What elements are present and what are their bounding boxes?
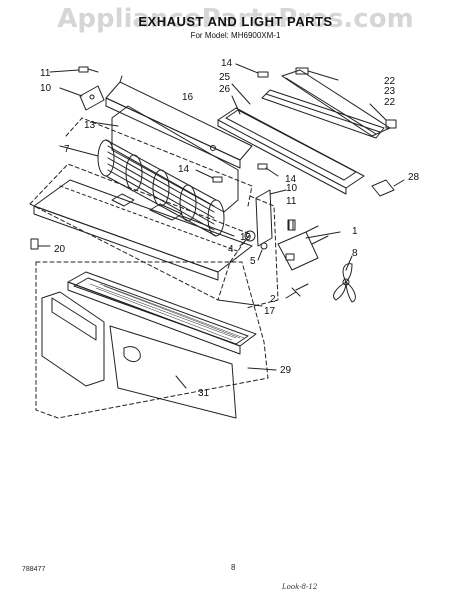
diagram-title: EXHAUST AND LIGHT PARTS <box>138 14 333 29</box>
callout-14-b: 14 <box>221 58 233 69</box>
part-10-right-bracket <box>255 189 294 247</box>
callout-22-b: 22 <box>384 97 396 108</box>
motor-assembly-outline <box>245 195 279 309</box>
callout-4: 4 <box>228 244 234 255</box>
callout-23: 23 <box>384 86 396 97</box>
callout-5: 5 <box>250 256 256 267</box>
part-10-mount <box>59 85 105 111</box>
part-8-fan-blade <box>333 255 356 303</box>
callout-25: 25 <box>219 72 231 83</box>
part-door-panel <box>41 291 105 387</box>
part-7-blower-wheel <box>59 139 225 237</box>
part-19-filter <box>149 203 235 237</box>
callout-14-c: 14 <box>285 174 297 185</box>
callout-16: 16 <box>182 92 194 103</box>
part-25-light-frame <box>217 83 365 195</box>
page-number: 8 <box>231 563 236 572</box>
diagram-code: 788477 <box>22 566 46 573</box>
part-23-light-cover <box>281 67 397 137</box>
callout-10-right: 10 <box>286 183 298 194</box>
part-31-front-panel <box>109 325 237 419</box>
signature: Look-8-12 <box>282 583 318 591</box>
callout-8: 8 <box>352 248 358 259</box>
lower-assembly-outline <box>35 261 269 419</box>
part-28-clip <box>371 179 405 197</box>
part-16-bracket <box>105 75 253 169</box>
part-20-screw <box>30 238 51 250</box>
callout-31: 31 <box>198 388 210 399</box>
part-2-screw <box>285 283 309 299</box>
callout-11: 11 <box>40 68 51 79</box>
callout-29: 29 <box>280 365 292 376</box>
callout-19: 19 <box>240 232 252 243</box>
callout-11-right: 11 <box>286 196 297 207</box>
part-13-fan-housing <box>90 105 239 213</box>
callout-10: 10 <box>40 83 52 94</box>
watermark: AppliancePartsPros.com <box>57 4 414 34</box>
part-5-washer <box>257 242 268 261</box>
callout-28: 28 <box>408 172 420 183</box>
callout-1: 1 <box>352 226 358 237</box>
callout-17: 17 <box>264 306 276 317</box>
part-22-lamp-tube <box>261 89 385 139</box>
callout-26: 26 <box>219 84 231 95</box>
callout-13: 13 <box>84 120 96 131</box>
part-29-grille <box>67 271 277 371</box>
part-1-motor <box>277 225 341 271</box>
callout-7: 7 <box>64 144 70 155</box>
upper-housing-outline <box>65 117 253 207</box>
upper-assembly-outline <box>29 163 251 301</box>
grille-mesh <box>89 283 245 341</box>
part-17-bottom-plate <box>33 179 263 307</box>
callout-20: 20 <box>54 244 66 255</box>
part-11-screw <box>49 66 99 73</box>
callout-22-a: 22 <box>384 76 396 87</box>
callout-labels: 11 10 16 13 7 14 14 25 26 22 23 22 28 14… <box>40 58 420 399</box>
model-subtitle: For Model: MH6900XM-1 <box>190 31 281 40</box>
callout-14-a: 14 <box>178 164 190 175</box>
callout-2: 2 <box>270 294 276 305</box>
